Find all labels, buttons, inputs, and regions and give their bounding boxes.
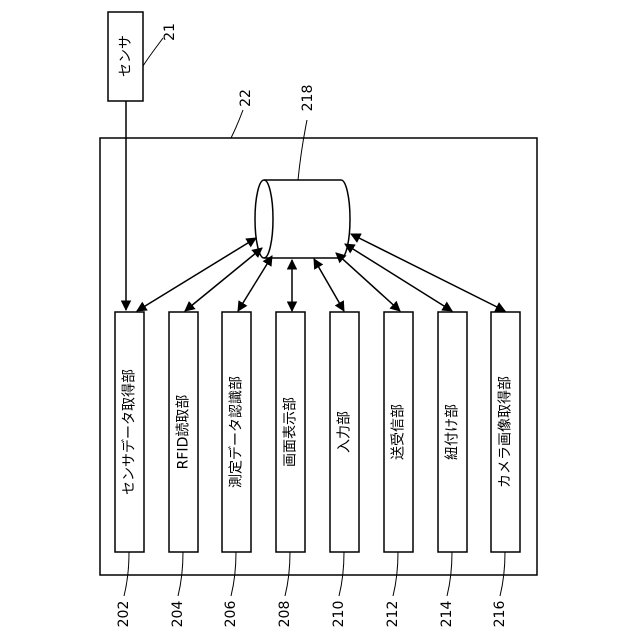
- unit-214: 紐付け部: [438, 312, 467, 552]
- ref-leader-214: [447, 552, 452, 596]
- ref-leader-206: [231, 552, 236, 596]
- ref-leader-210: [339, 552, 344, 596]
- unit-label: 紐付け部: [445, 404, 461, 460]
- unit-label: 測定データ認識部: [228, 376, 245, 488]
- unit-208: 画面表示部: [276, 312, 305, 552]
- device-ref-leader: [231, 110, 243, 138]
- unit-210: 入力部: [330, 312, 359, 552]
- unit-ref-210: 210: [331, 601, 347, 628]
- ref-leader-212: [393, 552, 398, 596]
- link-arrow-214: [345, 244, 452, 311]
- sensor-ref-leader: [143, 38, 163, 66]
- ref-leader-202: [124, 552, 129, 596]
- unit-label: 送受信部: [391, 404, 407, 460]
- unit-216: カメラ画像取得部: [491, 312, 520, 552]
- ref-leader-204: [178, 552, 183, 596]
- unit-label: 画面表示部: [283, 397, 299, 467]
- storage-ref: 218: [300, 85, 316, 112]
- unit-ref-212: 212: [385, 601, 401, 628]
- sensor-block: センサ: [108, 12, 143, 101]
- storage-body: [255, 180, 350, 258]
- unit-ref-216: 216: [492, 601, 508, 628]
- unit-204: RFID読取部: [169, 312, 198, 552]
- unit-212: 送受信部: [384, 312, 413, 552]
- link-arrow-216: [351, 234, 505, 311]
- unit-label: センサデータ取得部: [121, 369, 138, 495]
- unit-ref-202: 202: [116, 601, 132, 628]
- storage-cylinder: [255, 180, 350, 258]
- unit-label: RFID読取部: [175, 395, 192, 470]
- link-arrow-212: [336, 253, 400, 311]
- device-ref: 22: [238, 89, 254, 107]
- unit-ref-204: 204: [170, 601, 186, 628]
- unit-202: センサデータ取得部: [115, 312, 144, 552]
- sensor-ref: 21: [162, 23, 178, 41]
- unit-ref-leaders: [124, 552, 505, 596]
- ref-leader-208: [285, 552, 290, 596]
- unit-label: 入力部: [337, 411, 353, 453]
- unit-ref-214: 214: [439, 601, 455, 628]
- storage-ref-leader: [298, 120, 307, 180]
- unit-label: カメラ画像取得部: [497, 376, 514, 488]
- unit-ref-206: 206: [223, 601, 239, 628]
- ref-leader-216: [500, 552, 505, 596]
- sensor-label: センサ: [118, 35, 134, 77]
- link-arrow-202: [137, 238, 256, 311]
- unit-ref-208: 208: [277, 601, 293, 628]
- unit-206: 測定データ認識部: [222, 312, 251, 552]
- link-arrow-210: [314, 259, 344, 311]
